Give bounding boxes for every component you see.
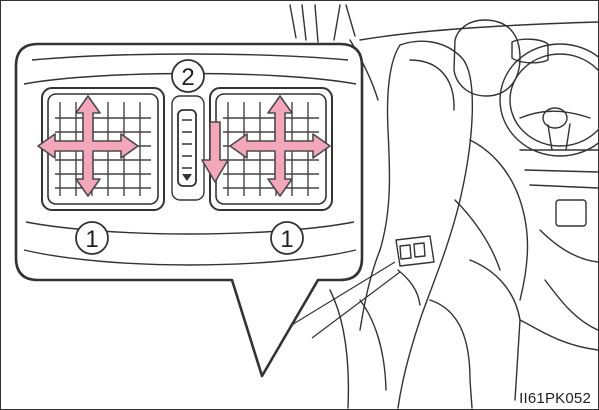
callout-1-right: 1 bbox=[271, 222, 303, 254]
figure-code: II61PK052 bbox=[519, 390, 591, 407]
louver-dial bbox=[178, 110, 196, 186]
callout-1-left: 1 bbox=[76, 222, 108, 254]
svg-text:1: 1 bbox=[85, 226, 98, 253]
callout-2: 2 bbox=[172, 60, 204, 92]
svg-text:2: 2 bbox=[181, 64, 194, 91]
svg-text:1: 1 bbox=[280, 226, 293, 253]
